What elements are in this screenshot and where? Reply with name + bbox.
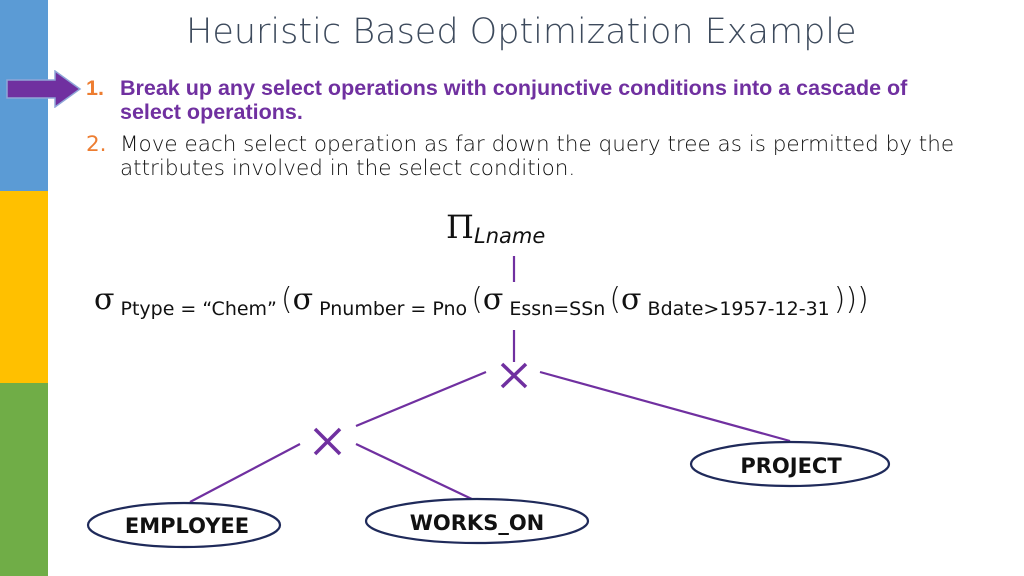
sigma-symbol: σ <box>292 282 314 317</box>
top-cross-icon <box>500 362 528 389</box>
step-item-1: 1. Break up any select operations with c… <box>86 76 966 124</box>
step-number: 2. <box>86 132 107 157</box>
select-condition: Ptype = “Chem” <box>120 298 277 320</box>
projection-symbol: Π <box>446 208 474 246</box>
edge-top-cross-to-project <box>539 370 791 443</box>
lower-cross-icon <box>313 427 342 456</box>
open-paren: ( <box>280 282 293 317</box>
select-condition: Essn=SSn <box>509 298 606 320</box>
step-text: Break up any select operations with conj… <box>120 76 908 124</box>
edge-top-cross-to-lower-cross <box>355 370 487 428</box>
sigma-symbol: σ <box>94 282 115 317</box>
slide-title: Heuristic Based Optimization Example <box>186 12 857 52</box>
select-condition: Bdate>1957-12-31 <box>647 298 830 320</box>
relation-label: WORKS_ON <box>410 511 545 535</box>
sidebar-fade <box>48 0 56 576</box>
relation-node-project: PROJECT <box>689 440 891 488</box>
sigma-symbol: σ <box>621 282 642 317</box>
projection-attribute: Lname <box>474 224 546 248</box>
step-number: 1. <box>86 76 104 100</box>
sigma-symbol: σ <box>482 282 504 317</box>
relation-node-works-on: WORKS_ON <box>364 497 590 545</box>
open-paren: ( <box>609 282 622 317</box>
steps-list: 1. Break up any select operations with c… <box>86 76 966 190</box>
step-text: Move each select operation as far down t… <box>120 132 955 181</box>
relation-label: EMPLOYEE <box>125 514 249 538</box>
sidebar-green-band <box>0 383 48 576</box>
step-item-2: 2. Move each select operation as far dow… <box>86 133 966 181</box>
relation-node-employee: EMPLOYEE <box>86 501 282 549</box>
close-parens: ))) <box>833 282 869 317</box>
open-paren: ( <box>471 282 483 317</box>
relation-label: PROJECT <box>740 454 842 478</box>
select-condition: Pnumber = Pno <box>319 298 468 320</box>
right-arrow-icon <box>6 70 82 108</box>
sidebar-yellow-band <box>0 191 48 383</box>
edge-lower-cross-to-works-on <box>355 443 477 502</box>
edge-lower-cross-to-employee <box>189 443 301 503</box>
